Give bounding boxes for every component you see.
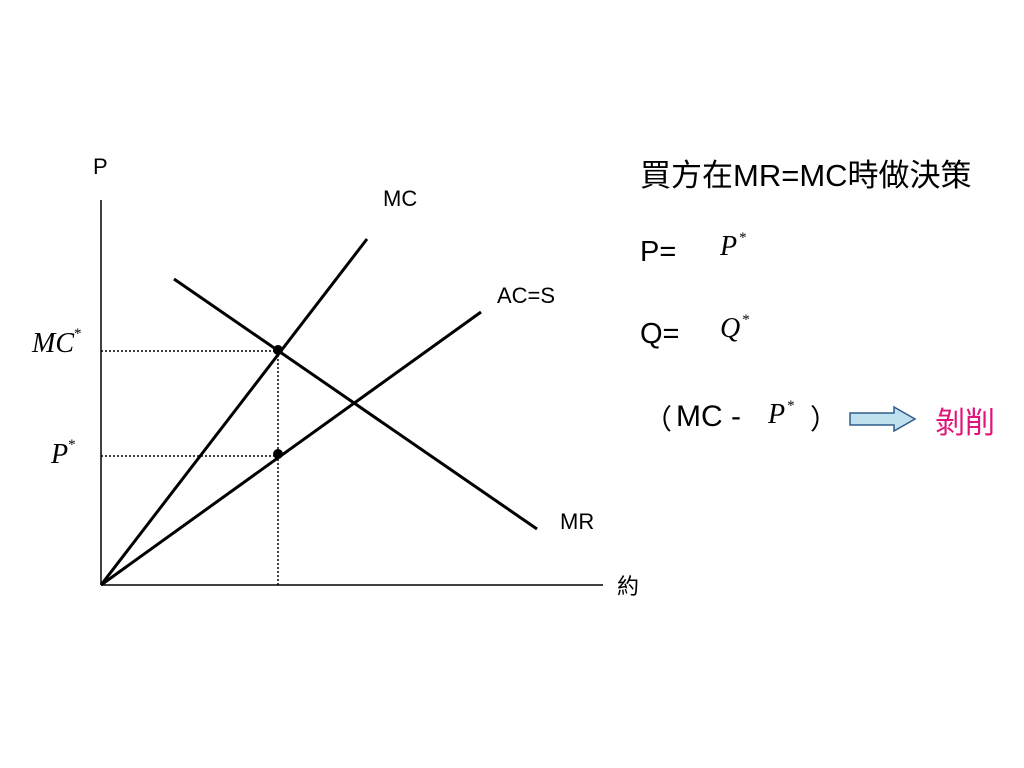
gap-minuend: MC - bbox=[676, 400, 741, 433]
decision-rule-headline: 買方在MR=MC時做決策 bbox=[640, 158, 972, 193]
price-equation-label: P= bbox=[640, 236, 677, 268]
p-star-label: P* bbox=[50, 437, 76, 470]
mc-star-label: MC* bbox=[31, 326, 82, 359]
quantity-equation-label: Q= bbox=[640, 318, 680, 350]
price-value: P* bbox=[720, 230, 747, 263]
ac-supply-curve bbox=[100, 310, 482, 587]
price-on-supply-point bbox=[273, 449, 283, 459]
mr-curve bbox=[173, 277, 538, 531]
exploitation-label: 剝削 bbox=[935, 406, 995, 441]
quantity-value: Q* bbox=[720, 312, 750, 345]
mc-curve-label: MC bbox=[383, 186, 417, 211]
price-value-base: P bbox=[720, 231, 738, 262]
open-paren: （ bbox=[644, 403, 673, 436]
mc-mr-intersection-point bbox=[273, 345, 283, 355]
gap-subtrahend: P* bbox=[768, 398, 795, 431]
quantity-value-sup: * bbox=[742, 312, 750, 328]
ac-curve-label: AC=S bbox=[497, 283, 555, 308]
monopsony-diagram: P 約會次數 MC AC=S MR MC* P* bbox=[31, 154, 640, 600]
gap-subtrahend-sup: * bbox=[787, 398, 795, 414]
right-arrow-icon bbox=[849, 406, 917, 432]
gap-subtrahend-base: P bbox=[768, 399, 786, 430]
x-axis-label: 約會次數 bbox=[617, 575, 640, 600]
price-value-sup: * bbox=[739, 230, 747, 246]
quantity-value-base: Q bbox=[720, 313, 741, 344]
mc-curve bbox=[99, 238, 369, 586]
exploitation-gap-row: （ MC - P* ） 剝削 bbox=[640, 398, 1020, 441]
mr-curve-label: MR bbox=[560, 509, 594, 534]
y-axis-label: P bbox=[93, 154, 108, 179]
close-paren: ） bbox=[810, 403, 839, 436]
